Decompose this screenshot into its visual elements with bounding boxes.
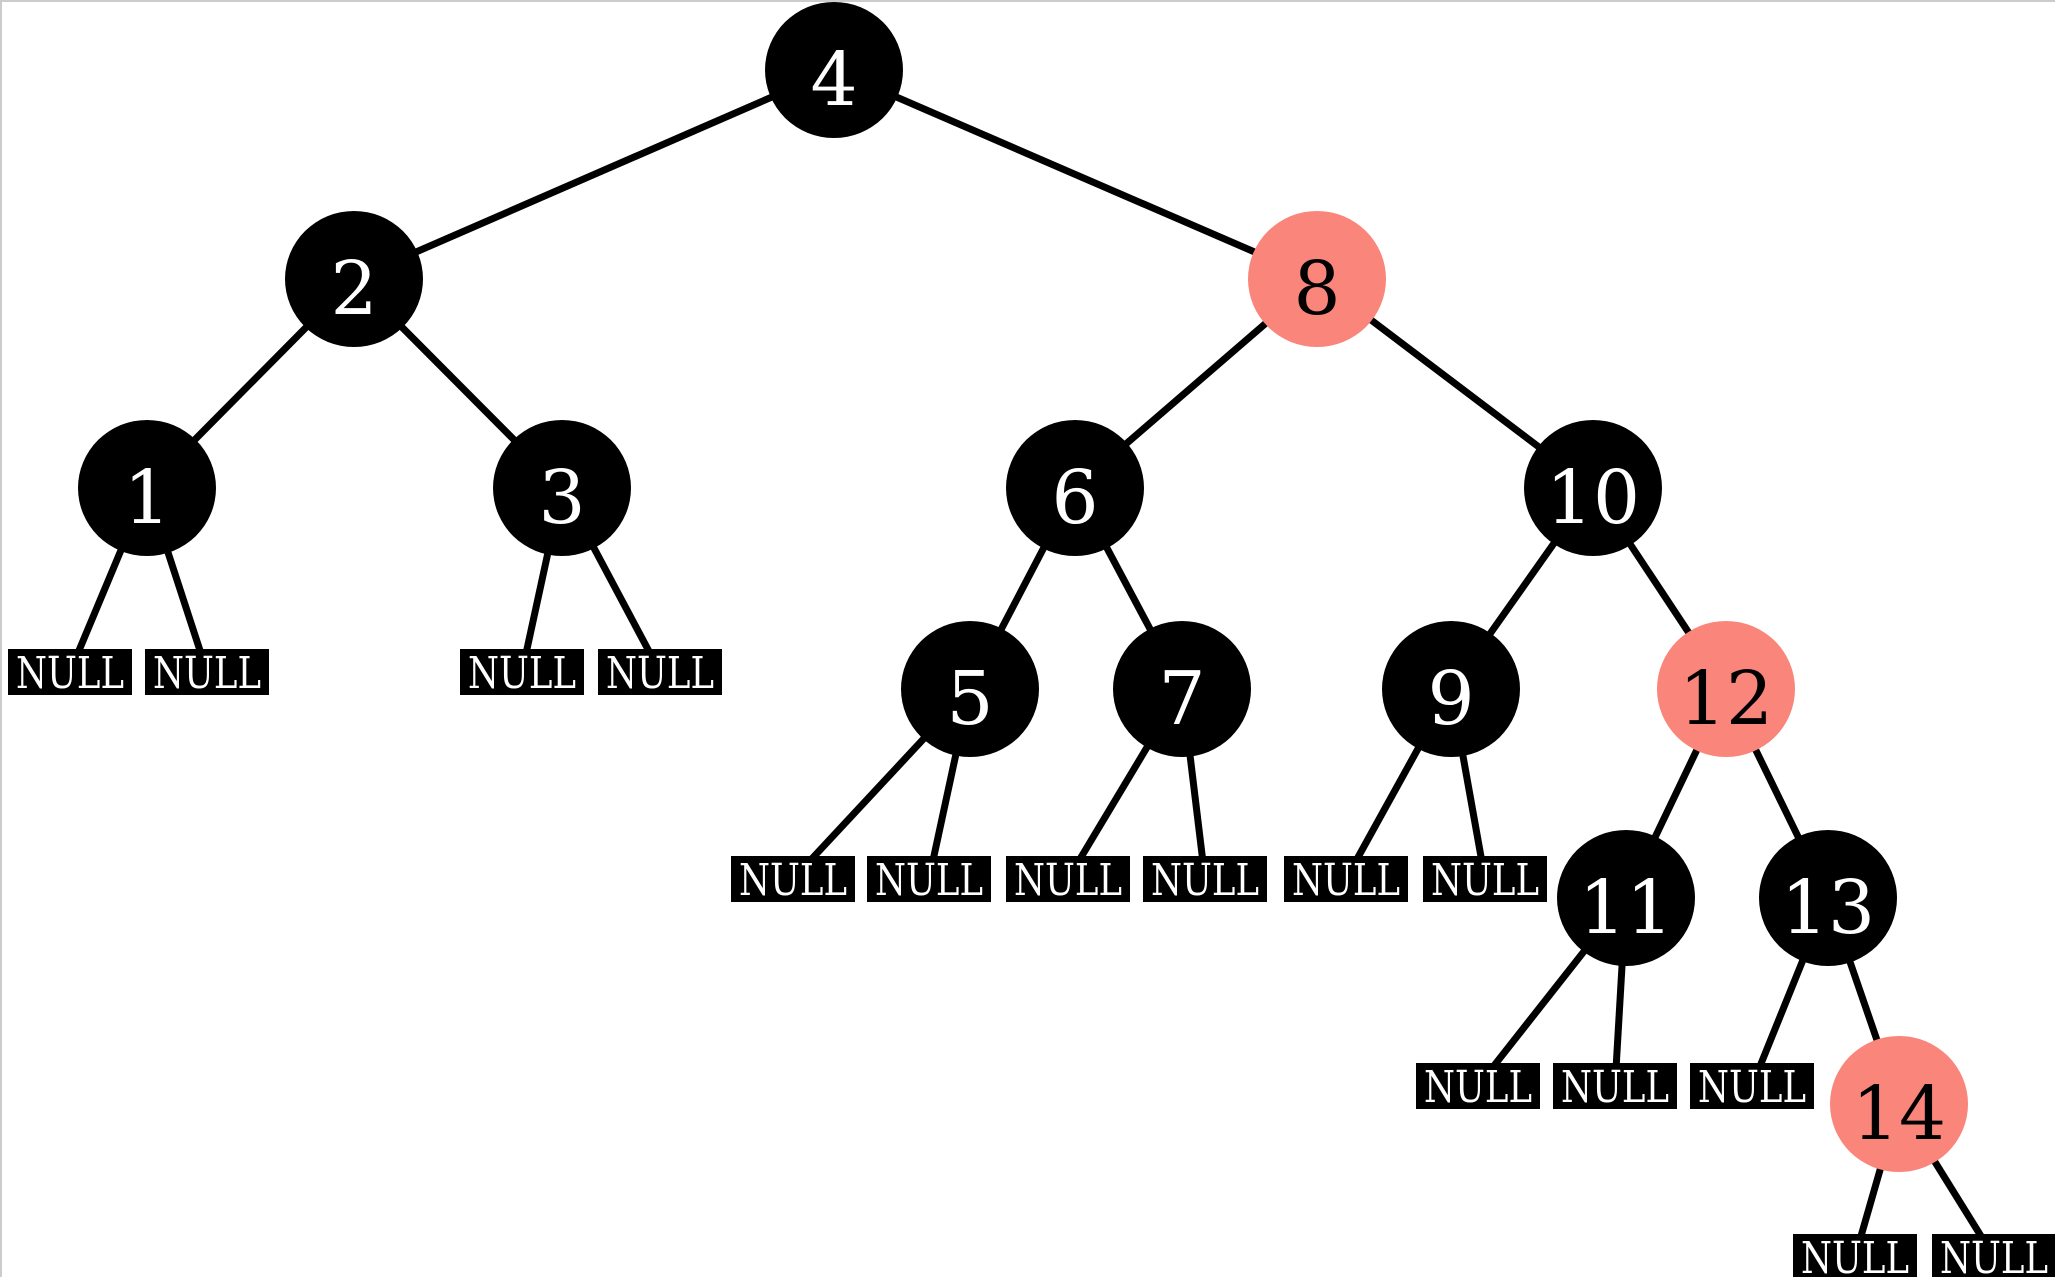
node-label-14: 14 [1852, 1071, 1946, 1157]
node-circle-4 [765, 2, 903, 138]
edge-4-8 [832, 66, 1319, 283]
null-leaf-L7: NULL [1006, 855, 1130, 906]
null-label-L3: NULL [468, 648, 576, 699]
node-circle-10 [1524, 420, 1662, 556]
null-label-L5: NULL [739, 855, 847, 906]
node-label-6: 6 [1051, 455, 1098, 541]
null-label-L4: NULL [606, 648, 714, 699]
node-circle-14 [1830, 1036, 1968, 1172]
null-label-L14: NULL [1801, 1233, 1909, 1277]
null-leaf-L12: NULL [1553, 1062, 1677, 1113]
tree-node-14: 14 [1830, 1036, 1968, 1172]
edge-4-2 [352, 66, 836, 283]
node-label-8: 8 [1293, 246, 1340, 332]
node-label-11: 11 [1579, 865, 1673, 951]
null-leaves: NULL NULL NULL NULL NULL NULL NULL NULL NULL NULL… [8, 648, 2055, 1277]
node-circle-6 [1006, 420, 1144, 556]
null-label-L12: NULL [1561, 1062, 1669, 1113]
node-circle-5 [901, 621, 1039, 757]
tree-node-10: 10 [1524, 420, 1662, 556]
null-leaf-L10: NULL [1423, 855, 1547, 906]
tree-node-2: 2 [285, 211, 423, 347]
null-box-L4 [598, 649, 722, 695]
null-box-L8 [1143, 856, 1267, 902]
null-box-L12 [1553, 1063, 1677, 1109]
node-circle-3 [493, 420, 631, 556]
node-label-7: 7 [1158, 656, 1205, 742]
node-label-13: 13 [1781, 865, 1875, 951]
tree-node-1: 1 [78, 420, 216, 556]
null-leaf-L8: NULL [1143, 855, 1267, 906]
tree-node-3: 3 [493, 420, 631, 556]
null-leaf-L9: NULL [1284, 855, 1408, 906]
null-leaf-L14: NULL [1793, 1233, 1917, 1277]
null-leaf-L11: NULL [1416, 1062, 1540, 1113]
node-label-4: 4 [810, 37, 857, 123]
null-leaf-L6: NULL [867, 855, 991, 906]
node-circle-8 [1248, 211, 1386, 347]
null-box-L11 [1416, 1063, 1540, 1109]
null-box-L7 [1006, 856, 1130, 902]
null-box-L13 [1690, 1063, 1814, 1109]
node-circle-7 [1113, 621, 1251, 757]
null-leaf-L13: NULL [1690, 1062, 1814, 1113]
node-label-5: 5 [946, 656, 993, 742]
null-box-L3 [460, 649, 584, 695]
null-leaf-L2: NULL [145, 648, 269, 699]
null-box-L6 [867, 856, 991, 902]
null-label-L10: NULL [1431, 855, 1539, 906]
node-label-3: 3 [538, 455, 585, 541]
null-leaf-L3: NULL [460, 648, 584, 699]
node-circle-13 [1759, 830, 1897, 966]
tree-node-7: 7 [1113, 621, 1251, 757]
null-leaf-L5: NULL [731, 855, 855, 906]
null-box-L1 [8, 649, 132, 695]
tree-node-5: 5 [901, 621, 1039, 757]
tree-node-9: 9 [1382, 621, 1520, 757]
null-label-L13: NULL [1698, 1062, 1806, 1113]
null-box-L15 [1932, 1234, 2055, 1277]
null-label-L1: NULL [16, 648, 124, 699]
tree-node-11: 11 [1557, 830, 1695, 966]
node-circle-12 [1657, 621, 1795, 757]
null-leaf-L1: NULL [8, 648, 132, 699]
node-label-12: 12 [1679, 656, 1773, 742]
null-label-L7: NULL [1014, 855, 1122, 906]
null-box-L5 [731, 856, 855, 902]
null-box-L9 [1284, 856, 1408, 902]
null-label-L8: NULL [1151, 855, 1259, 906]
node-circle-11 [1557, 830, 1695, 966]
node-circle-1 [78, 420, 216, 556]
null-box-L14 [1793, 1234, 1917, 1277]
node-circle-2 [285, 211, 423, 347]
tree-node-13: 13 [1759, 830, 1897, 966]
null-label-L9: NULL [1292, 855, 1400, 906]
node-label-9: 9 [1427, 656, 1474, 742]
tree-node-12: 12 [1657, 621, 1795, 757]
tree-node-6: 6 [1006, 420, 1144, 556]
null-label-L11: NULL [1424, 1062, 1532, 1113]
null-box-L2 [145, 649, 269, 695]
node-label-1: 1 [123, 455, 170, 541]
null-leaf-L4: NULL [598, 648, 722, 699]
node-circle-9 [1382, 621, 1520, 757]
null-label-L15: NULL [1940, 1233, 2048, 1277]
node-label-10: 10 [1546, 455, 1640, 541]
null-label-L6: NULL [875, 855, 983, 906]
tree-node-4: 4 [765, 2, 903, 138]
null-box-L10 [1423, 856, 1547, 902]
tree-node-8: 8 [1248, 211, 1386, 347]
null-leaf-L15: NULL [1932, 1233, 2055, 1277]
null-label-L2: NULL [153, 648, 261, 699]
node-label-2: 2 [330, 246, 377, 332]
